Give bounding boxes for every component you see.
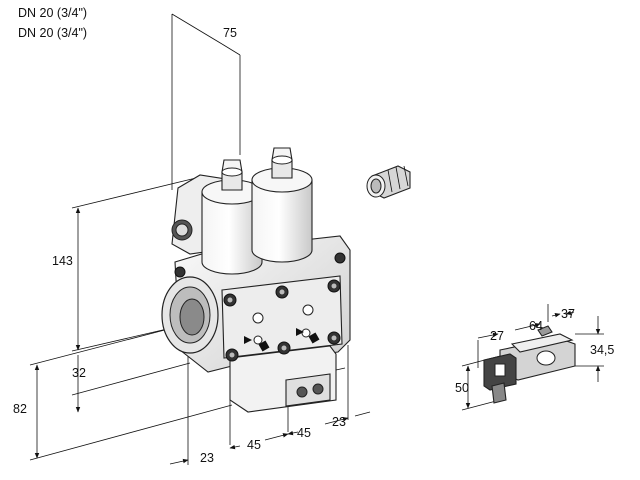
dim-64-label: 64	[529, 319, 543, 333]
dim-37-label: 37	[561, 307, 575, 321]
dim-75-label: 75	[223, 26, 237, 40]
solenoid-coil-left	[201, 159, 263, 275]
title-line-1: DN 20 (3/4")	[18, 6, 88, 20]
dim-45-a-label: 45	[247, 438, 261, 452]
dim-50-label: 50	[455, 381, 469, 395]
solenoid-coil-right	[251, 147, 313, 263]
connector-unit	[483, 325, 576, 404]
dim-32-label: 32	[72, 366, 86, 380]
dim-34-5-label: 34,5	[590, 343, 614, 357]
dim-23-left-label: 23	[200, 451, 214, 465]
dim-45-b-label: 45	[297, 426, 311, 440]
cable-gland-part	[366, 165, 411, 199]
title-line-2: DN 20 (3/4")	[18, 26, 88, 40]
dim-27-label: 27	[490, 329, 504, 343]
dim-82-label: 82	[13, 402, 27, 416]
dim-143-label: 143	[52, 254, 73, 268]
dim-23-right-label: 23	[332, 415, 346, 429]
